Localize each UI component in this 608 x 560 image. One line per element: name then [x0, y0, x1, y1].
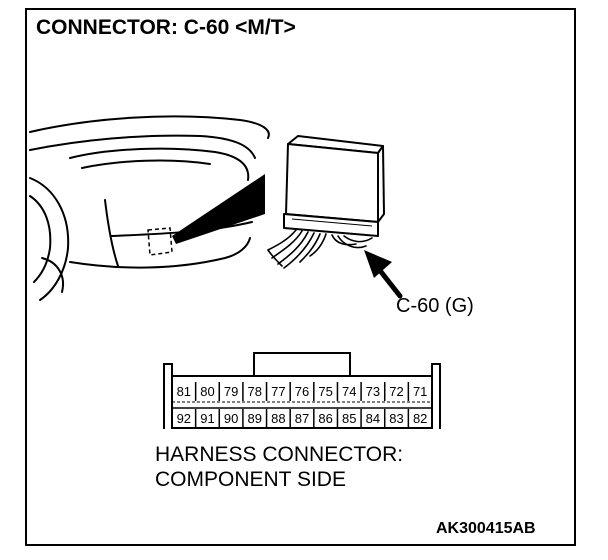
- pin-number: 82: [413, 411, 427, 426]
- diagram-frame: [25, 8, 576, 546]
- pin-number: 71: [413, 384, 427, 399]
- ecu-location-marker: [147, 174, 265, 256]
- pin-number: 83: [389, 411, 403, 426]
- pin-number: 85: [342, 411, 356, 426]
- pin-number: 92: [177, 411, 191, 426]
- dashboard-upper-contour: [29, 134, 256, 159]
- pin-grid: 81 80 79 78 77 76 75 74 73 72 71 92 91 90 89 88 87 86 85 84…: [177, 382, 427, 428]
- pin-number: 72: [389, 384, 403, 399]
- pin-number: 89: [247, 411, 261, 426]
- pin-number: 79: [224, 384, 238, 399]
- steering-wheel-inner: [29, 195, 52, 283]
- knee-panel: [104, 199, 119, 267]
- steering-wheel-outer: [29, 177, 70, 301]
- instrument-cluster-inner: [81, 159, 211, 169]
- pin-number: 87: [295, 411, 309, 426]
- connector-lock-tab: [253, 352, 351, 377]
- instrument-hood: [69, 147, 250, 181]
- pin-number: 73: [366, 384, 380, 399]
- dashboard-top-edge: [29, 115, 270, 139]
- caption-line-2: COMPONENT SIDE: [155, 468, 346, 491]
- location-dashed-box: [147, 227, 173, 256]
- connector-right-flange: [431, 363, 441, 429]
- wire-harness: [267, 229, 373, 269]
- zoom-pointer-wedge: [172, 174, 265, 244]
- diagram-title: CONNECTOR: C-60 <M/T>: [36, 16, 296, 39]
- pin-number: 80: [200, 384, 214, 399]
- pin-number: 77: [271, 384, 285, 399]
- caption-line-1: HARNESS CONNECTOR:: [155, 443, 404, 466]
- steering-column: [41, 257, 64, 293]
- pin-number: 76: [295, 384, 309, 399]
- figure-code: AK300415AB: [436, 520, 536, 537]
- ecu-connector-housing: [283, 213, 379, 237]
- connector-caption: HARNESS CONNECTOR: COMPONENT SIDE: [155, 442, 403, 492]
- pin-number: 88: [271, 411, 285, 426]
- ecu-module: [283, 135, 385, 237]
- dashboard-lower-edge: [69, 237, 251, 269]
- ecu-side-face: [377, 145, 385, 223]
- callout-arrow: [364, 250, 403, 299]
- pin-number: 75: [318, 384, 332, 399]
- ecu-front-face: [285, 143, 379, 223]
- connector-left-flange: [163, 363, 173, 429]
- pin-number: 78: [247, 384, 261, 399]
- pin-number: 84: [366, 411, 380, 426]
- pin-number: 74: [342, 384, 356, 399]
- pin-number: 90: [224, 411, 238, 426]
- connector-callout-label: C-60 (G): [396, 295, 474, 317]
- harness-connector-face: [163, 352, 441, 429]
- pin-number: 86: [318, 411, 332, 426]
- pin-number: 81: [177, 384, 191, 399]
- pin-number: 91: [200, 411, 214, 426]
